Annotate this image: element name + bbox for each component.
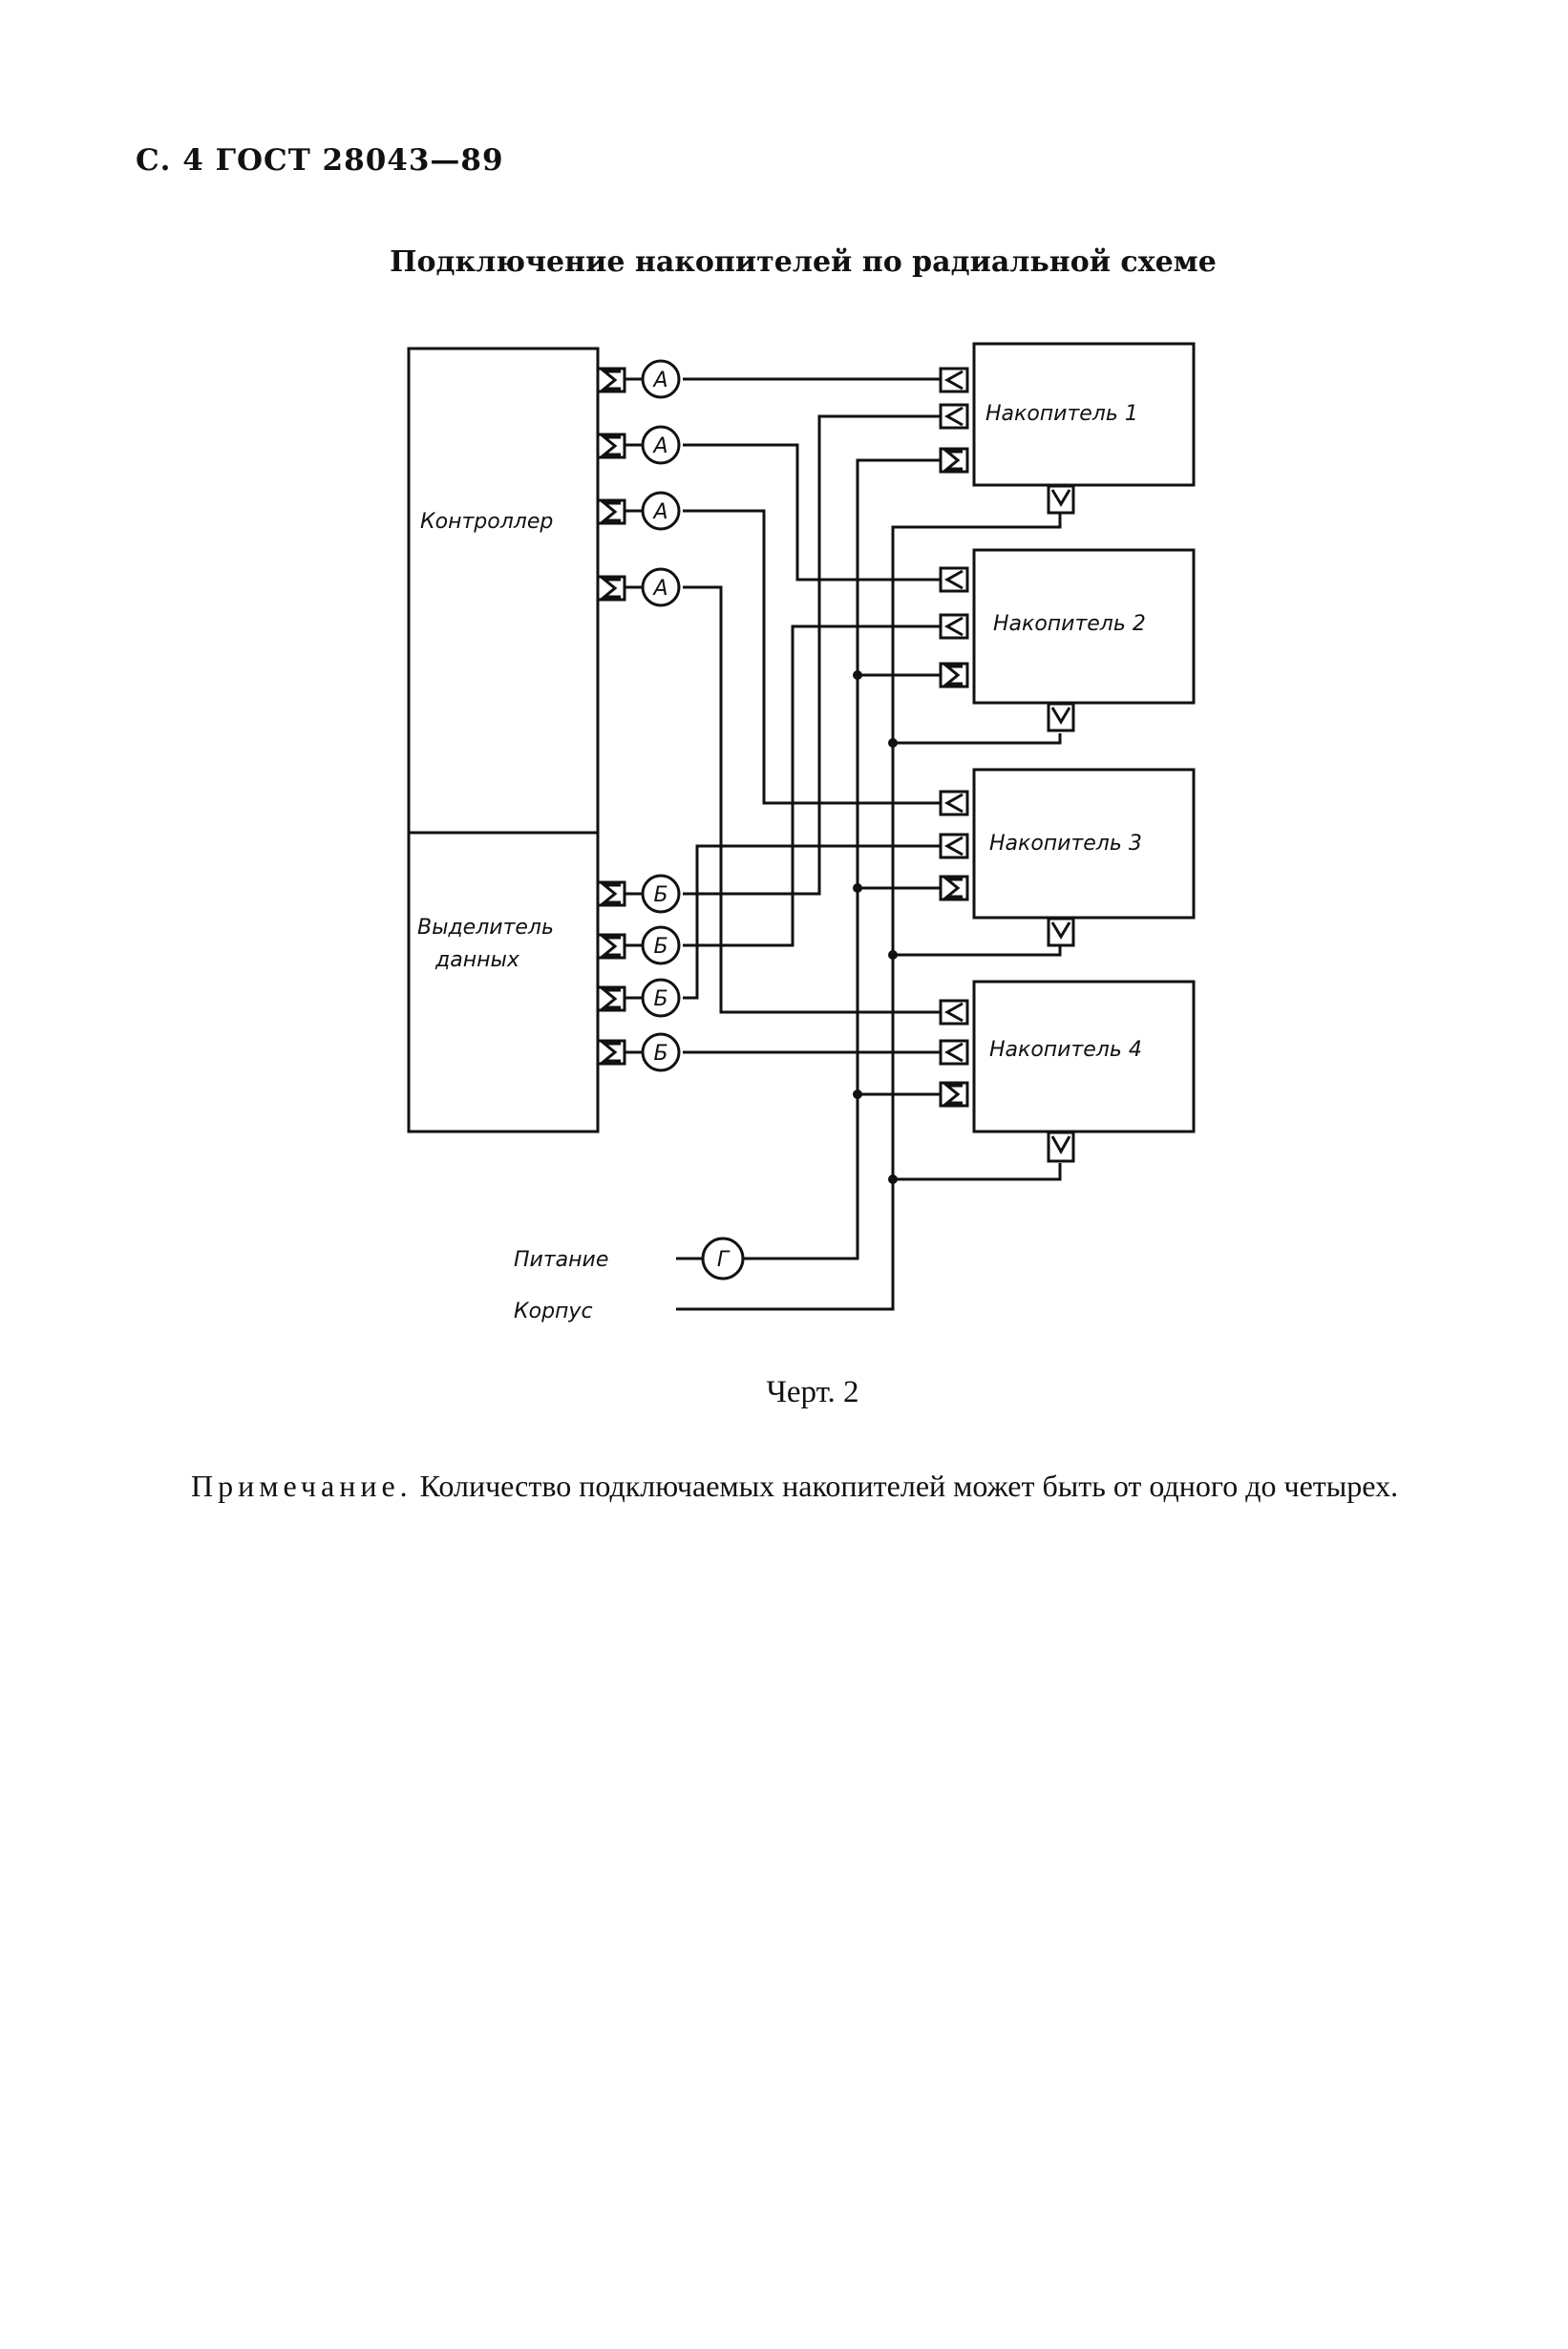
ground-label: Корпус — [514, 1300, 593, 1323]
connector-b-label: Б — [653, 1042, 667, 1066]
page-header: С. 4 ГОСТ 28043—89 — [136, 143, 504, 178]
diagram-title: Подключение накопителей по радиальной сх… — [390, 245, 1217, 279]
drive-4-box — [972, 980, 1196, 1133]
drive-2-label: Накопитель 2 — [993, 612, 1146, 636]
radial-connection-diagram: А А А А Б Б Б Б Г Контроллер Выделитель … — [407, 342, 1196, 1323]
controller-label: Контроллер — [420, 510, 553, 534]
connector-a-label: А — [651, 434, 667, 458]
drive-2-box — [972, 548, 1196, 705]
power-label: Питание — [514, 1248, 608, 1272]
drive-1-box — [972, 342, 1196, 487]
figure-caption: Черт. 2 — [766, 1375, 859, 1409]
drive-4-label: Накопитель 4 — [989, 1038, 1142, 1062]
note-text: Количество подключаемых накопителей може… — [419, 1469, 1399, 1503]
connector-g-label: Г — [717, 1248, 731, 1272]
drive-3-label: Накопитель 3 — [989, 832, 1142, 856]
drive-1-label: Накопитель 1 — [985, 402, 1138, 426]
connector-a-label: А — [651, 500, 667, 524]
controller-connectors — [596, 367, 626, 1066]
controller-block — [407, 347, 600, 1133]
separator-label-line2: данных — [434, 948, 520, 972]
connector-b-label: Б — [653, 935, 667, 959]
separator-label-line1: Выделитель — [417, 916, 554, 940]
junction-dots — [853, 670, 898, 1184]
connector-a-label: А — [651, 577, 667, 601]
connector-a-label: А — [651, 369, 667, 392]
connector-b-label: Б — [653, 883, 667, 907]
note: Примечание. Количество подключаемых нако… — [129, 1466, 1447, 1506]
drive-3-box — [972, 768, 1196, 920]
cable-circles — [625, 359, 745, 1280]
note-label: Примечание. — [191, 1469, 413, 1503]
connector-b-label: Б — [653, 987, 667, 1011]
drive-connectors — [939, 367, 1075, 1163]
